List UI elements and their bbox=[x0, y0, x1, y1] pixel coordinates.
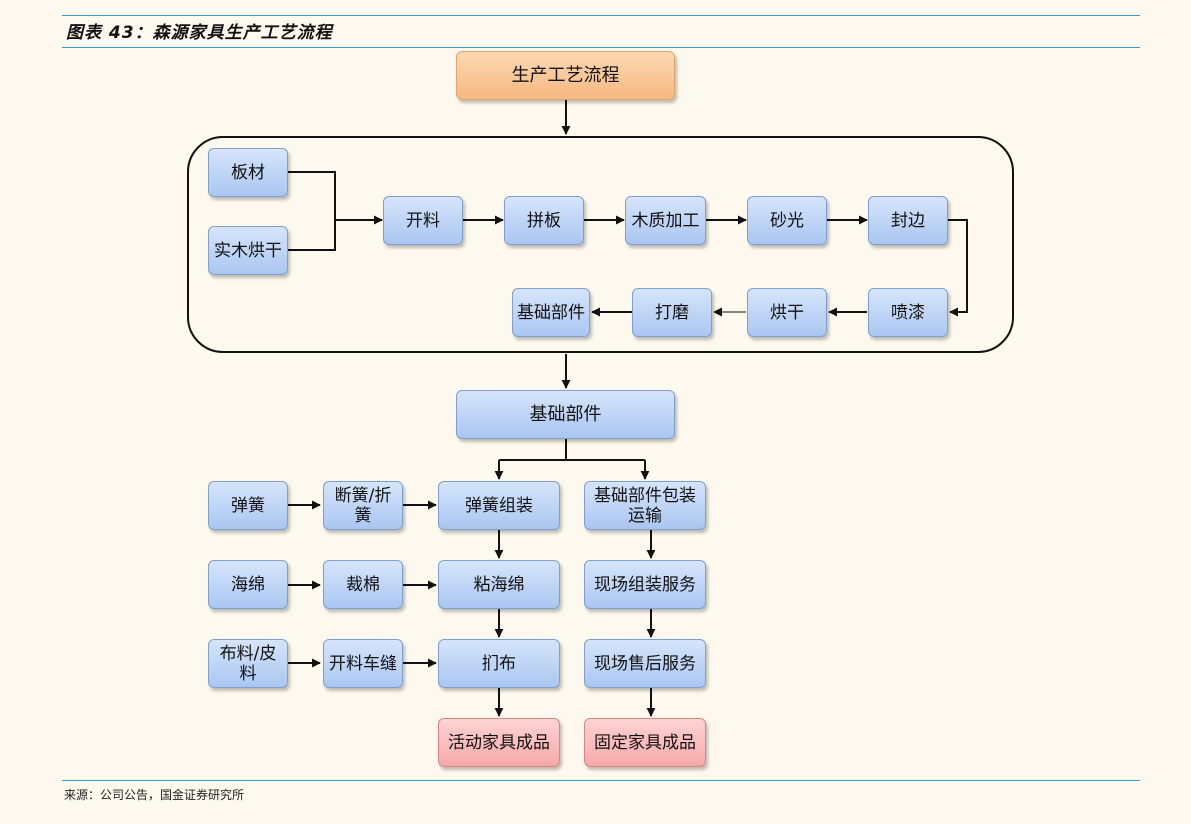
node-splicing: 拼板 bbox=[504, 196, 584, 245]
node-fabric-leather: 布料/皮料 bbox=[208, 639, 288, 688]
node-spring: 弹簧 bbox=[208, 481, 288, 530]
node-solid-wood-dry: 实木烘干 bbox=[208, 226, 288, 275]
process-frame bbox=[187, 136, 1014, 353]
figure-title: 图表 43：森源家具生产工艺流程 bbox=[66, 23, 333, 43]
connector-inputs-merge bbox=[288, 171, 336, 251]
node-glue-sponge: 粘海绵 bbox=[438, 560, 560, 609]
node-painting: 喷漆 bbox=[868, 288, 948, 337]
header-bottom-rule bbox=[62, 47, 1140, 48]
node-production-process: 生产工艺流程 bbox=[456, 51, 675, 100]
node-wood-processing: 木质加工 bbox=[625, 196, 706, 245]
arrow-edge-painting bbox=[948, 219, 968, 317]
source-note: 来源：公司公告，国金证券研究所 bbox=[64, 788, 245, 802]
node-pack-transport: 基础部件包装运输 bbox=[584, 481, 706, 530]
node-cut-cotton: 裁棉 bbox=[323, 560, 403, 609]
node-polishing: 打磨 bbox=[632, 288, 712, 337]
node-board: 板材 bbox=[208, 148, 288, 197]
footer-rule bbox=[62, 780, 1140, 781]
node-fixed-furniture: 固定家具成品 bbox=[584, 718, 706, 767]
node-onsite-assembly: 现场组装服务 bbox=[584, 560, 706, 609]
node-break-spring: 断簧/折簧 bbox=[323, 481, 403, 530]
node-drying: 烘干 bbox=[747, 288, 827, 337]
node-sponge: 海绵 bbox=[208, 560, 288, 609]
node-cut-sew: 开料车缝 bbox=[323, 639, 403, 688]
node-movable-furniture: 活动家具成品 bbox=[438, 718, 560, 767]
node-after-sales: 现场售后服务 bbox=[584, 639, 706, 688]
node-base-part-inner: 基础部件 bbox=[512, 288, 590, 337]
node-base-parts: 基础部件 bbox=[456, 390, 675, 439]
node-edge-banding: 封边 bbox=[868, 196, 948, 245]
header-top-rule bbox=[62, 15, 1140, 16]
node-cutting: 开料 bbox=[383, 196, 463, 245]
node-sanding: 砂光 bbox=[747, 196, 827, 245]
node-spring-assembly: 弹簧组装 bbox=[438, 481, 560, 530]
node-wrap-fabric: 扪布 bbox=[438, 639, 560, 688]
